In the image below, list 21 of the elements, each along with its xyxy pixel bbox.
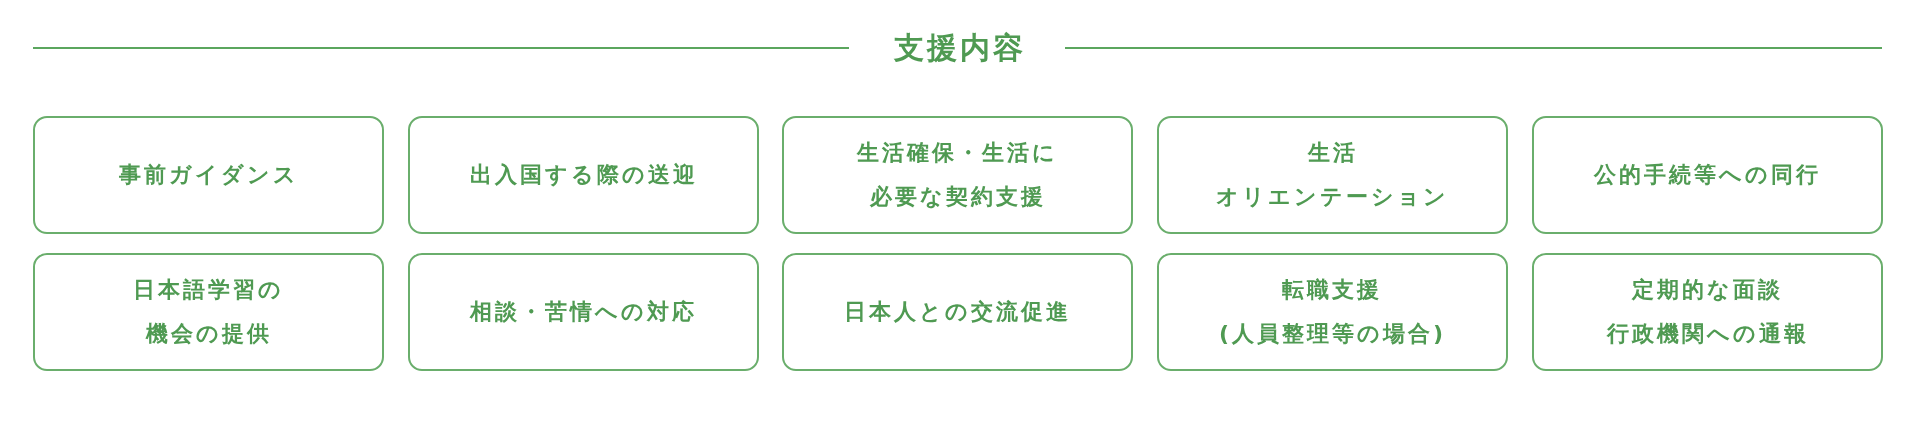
support-item-box	[1157, 116, 1508, 234]
support-item-box	[1157, 253, 1508, 371]
section-heading: 支援内容	[894, 29, 1026, 67]
support-item-box	[408, 253, 759, 371]
item-label: 出入国する際の送迎	[469, 161, 698, 189]
item-label: 転職支援(人員整理等の場合)	[1218, 276, 1447, 348]
item-label: 定期的な面談行政機関への通報	[1606, 276, 1809, 348]
item-label: 事前ガイダンス	[118, 161, 299, 189]
support-item-box	[408, 116, 759, 234]
item-label: 日本人との交流促進	[844, 298, 1071, 326]
item-label: 公的手続等への同行	[1594, 161, 1821, 189]
support-item-box	[1532, 116, 1883, 234]
support-item-box	[782, 116, 1133, 234]
item-label: 生活確保・生活に必要な契約支援	[857, 139, 1058, 211]
support-item-box	[33, 116, 384, 234]
item-label: 相談・苦情への対応	[470, 298, 697, 326]
item-label: 日本語学習の機会の提供	[133, 276, 284, 348]
support-item-box	[33, 253, 384, 371]
support-item-box	[1532, 253, 1883, 371]
support-item-box	[782, 253, 1133, 371]
item-label: 生活オリエンテーション	[1216, 139, 1449, 211]
